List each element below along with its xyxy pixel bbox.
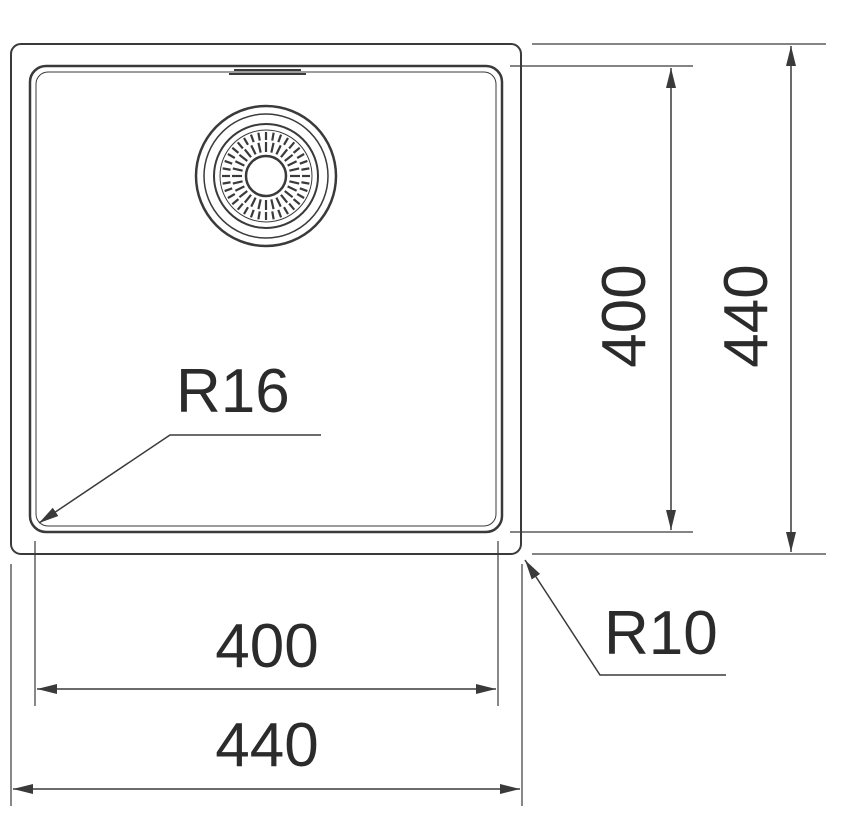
drain-strainer-icon [194,104,338,248]
label-inner-height: 400 [590,264,659,367]
strainer-slot [280,194,289,204]
strainer-slot [249,209,255,218]
strainer-slot [270,142,275,153]
strainer-slot [289,167,300,172]
strainer-slot [257,199,262,210]
strainer-slot [232,167,243,172]
strainer-slot [299,187,308,193]
label-outer-radius: R10 [604,599,718,668]
strainer-slot [238,153,248,162]
strainer-slot [280,148,289,158]
strainer-slot [234,185,245,192]
strainer-slot [257,132,261,141]
strainer-slot [222,181,231,185]
strainer-slot [243,148,252,158]
strainer-slot [299,159,308,165]
strainer-slot [224,159,233,165]
inner-bowl-outline [28,64,504,534]
strainer-slot [270,199,275,210]
strainer-slot [292,198,301,206]
strainer-slot [284,190,294,199]
strainer-slot [232,180,243,185]
strainer-slot [227,193,236,199]
strainer-slot [250,144,257,155]
strainer-slot [275,144,282,155]
strainer-slot [271,132,275,141]
strainer-slot [288,141,296,150]
strainer-slot [257,211,261,220]
strainer-slot [287,185,298,192]
strainer-slot [288,202,296,211]
label-inner-radius: R16 [176,357,290,426]
strainer-slot [249,134,255,143]
strainer-slot [234,160,245,167]
strainer-slot [231,146,240,154]
strainer-slot [296,153,305,159]
leader-line-inner-radius [38,434,321,524]
inner-bowl-outline-inset [35,71,497,527]
strainer-slot [292,146,301,154]
strainer-slot [224,187,233,193]
strainer-slot [289,180,300,185]
strainer-slot [275,197,282,208]
strainer-slot [243,194,252,204]
leader-line-outer-radius [524,559,726,676]
overflow-slot [229,69,306,75]
strainer-slot [236,202,244,211]
strainer-slot [301,181,310,185]
strainer-slot [287,160,298,167]
strainer-slot [257,142,262,153]
strainer-slot [243,206,249,215]
label-outer-height: 440 [712,264,781,367]
strainer-slot [283,206,289,215]
strainer-slot [271,211,275,220]
label-outer-width: 440 [215,711,318,780]
strainer-slot [243,137,249,146]
strainer-slot [284,153,294,162]
outer-sink-outline [10,43,522,555]
strainer-slot [222,167,231,171]
strainer-slot [250,197,257,208]
label-inner-width: 400 [215,612,318,681]
strainer-slot [277,134,283,143]
strainer-slot [277,209,283,218]
strainer-slot [236,141,244,150]
strainer-slot [296,193,305,199]
strainer-slot [227,153,236,159]
strainer-slot [283,137,289,146]
strainer-slot [238,190,248,199]
strainer-slot [301,167,310,171]
strainer-slot [231,198,240,206]
